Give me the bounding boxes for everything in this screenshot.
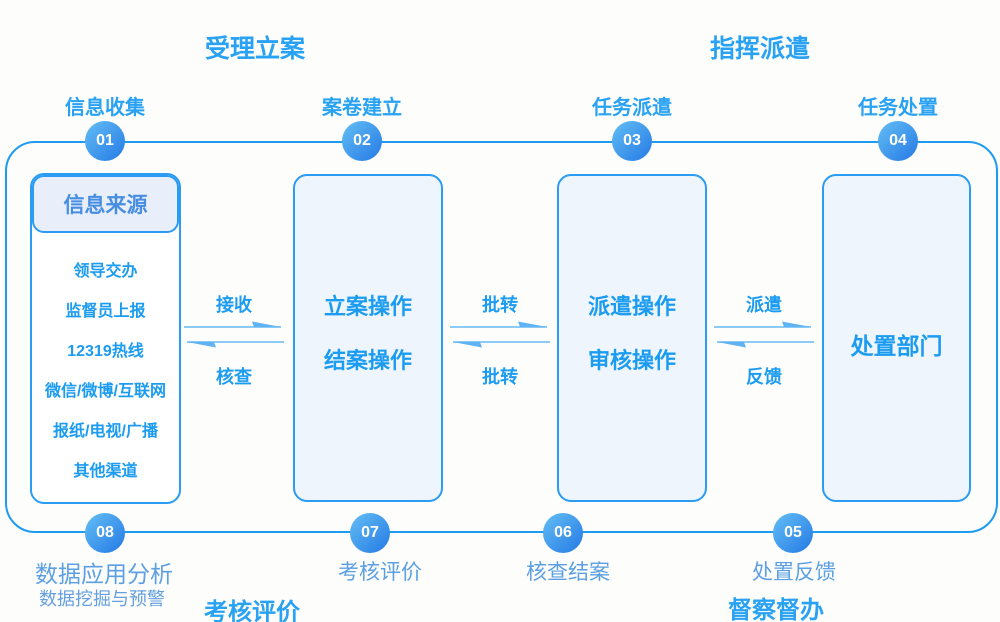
handling-box: 处置部门 bbox=[822, 174, 971, 502]
dispatch-box-line2: 审核操作 bbox=[587, 348, 676, 373]
source-item-supervisor: 监督员上报 bbox=[65, 303, 146, 320]
source-item-hotline: 12319热线 bbox=[67, 343, 144, 360]
flow-label-bottom: 批转 bbox=[482, 367, 518, 387]
phase-header-supervision: 督察督办 bbox=[728, 597, 824, 622]
arrow-left-icon bbox=[453, 341, 550, 348]
arrow-left-icon bbox=[187, 341, 284, 348]
stage-label-04: 任务处置 bbox=[858, 97, 938, 119]
flow-label-top: 派遣 bbox=[746, 295, 782, 315]
stage-label-07: 考核评价 bbox=[338, 561, 422, 584]
stage-circle-07: 07 bbox=[350, 513, 390, 553]
stage-circle-03: 03 bbox=[612, 121, 652, 161]
arrow-right-icon bbox=[450, 321, 547, 328]
stage-label-05: 处置反馈 bbox=[752, 561, 836, 584]
flow-label-top: 接收 bbox=[216, 295, 252, 315]
arrow-left-icon bbox=[717, 341, 814, 348]
flow-label-bottom: 核查 bbox=[216, 367, 252, 387]
dispatch-box: 派遣操作 审核操作 bbox=[557, 174, 707, 502]
flow-group-receive-verify: 接收 核查 bbox=[184, 291, 284, 387]
handling-box-line1: 处置部门 bbox=[850, 333, 943, 359]
two-way-arrow-icon bbox=[714, 321, 814, 348]
source-item-leader: 领导交办 bbox=[73, 263, 138, 280]
source-item-press: 报纸/电视/广播 bbox=[53, 423, 158, 440]
stage-circle-05: 05 bbox=[773, 513, 813, 553]
stage-circle-06: 06 bbox=[543, 513, 583, 553]
arrow-right-icon bbox=[714, 321, 811, 328]
filing-box: 立案操作 结案操作 bbox=[293, 174, 443, 502]
flow-group-dispatch-feedback: 派遣 反馈 bbox=[714, 291, 814, 387]
stage-sublabel-08: 数据挖掘与预警 bbox=[39, 589, 165, 609]
source-item-social-media: 微信/微博/互联网 bbox=[45, 383, 166, 400]
stage-label-06: 核查结案 bbox=[526, 561, 610, 584]
source-item-other: 其他渠道 bbox=[73, 463, 138, 480]
flow-label-top: 批转 bbox=[482, 295, 518, 315]
two-way-arrow-icon bbox=[184, 321, 284, 348]
filing-box-line1: 立案操作 bbox=[323, 294, 412, 319]
flow-loop-border bbox=[5, 141, 998, 533]
stage-label-03: 任务派遣 bbox=[592, 97, 672, 119]
filing-box-line2: 结案操作 bbox=[323, 348, 412, 373]
stage-circle-02: 02 bbox=[342, 121, 382, 161]
arrow-right-icon bbox=[184, 321, 281, 328]
phase-header-command-dispatch: 指挥派遣 bbox=[709, 35, 810, 63]
stage-circle-01: 01 bbox=[85, 121, 125, 161]
stage-label-01: 信息收集 bbox=[65, 97, 145, 119]
dispatch-box-line1: 派遣操作 bbox=[587, 294, 676, 319]
phase-header-assessment: 考核评价 bbox=[204, 599, 300, 622]
stage-label-08: 数据应用分析 bbox=[35, 561, 173, 587]
stage-circle-04: 04 bbox=[878, 121, 918, 161]
info-source-header: 信息来源 bbox=[32, 175, 179, 233]
stage-circle-08: 08 bbox=[85, 513, 125, 553]
stage-label-02: 案卷建立 bbox=[322, 97, 402, 119]
phase-header-accept-filing: 受理立案 bbox=[204, 35, 305, 63]
flow-group-forward: 批转 批转 bbox=[450, 291, 550, 387]
flow-label-bottom: 反馈 bbox=[746, 367, 782, 387]
two-way-arrow-icon bbox=[450, 321, 550, 348]
